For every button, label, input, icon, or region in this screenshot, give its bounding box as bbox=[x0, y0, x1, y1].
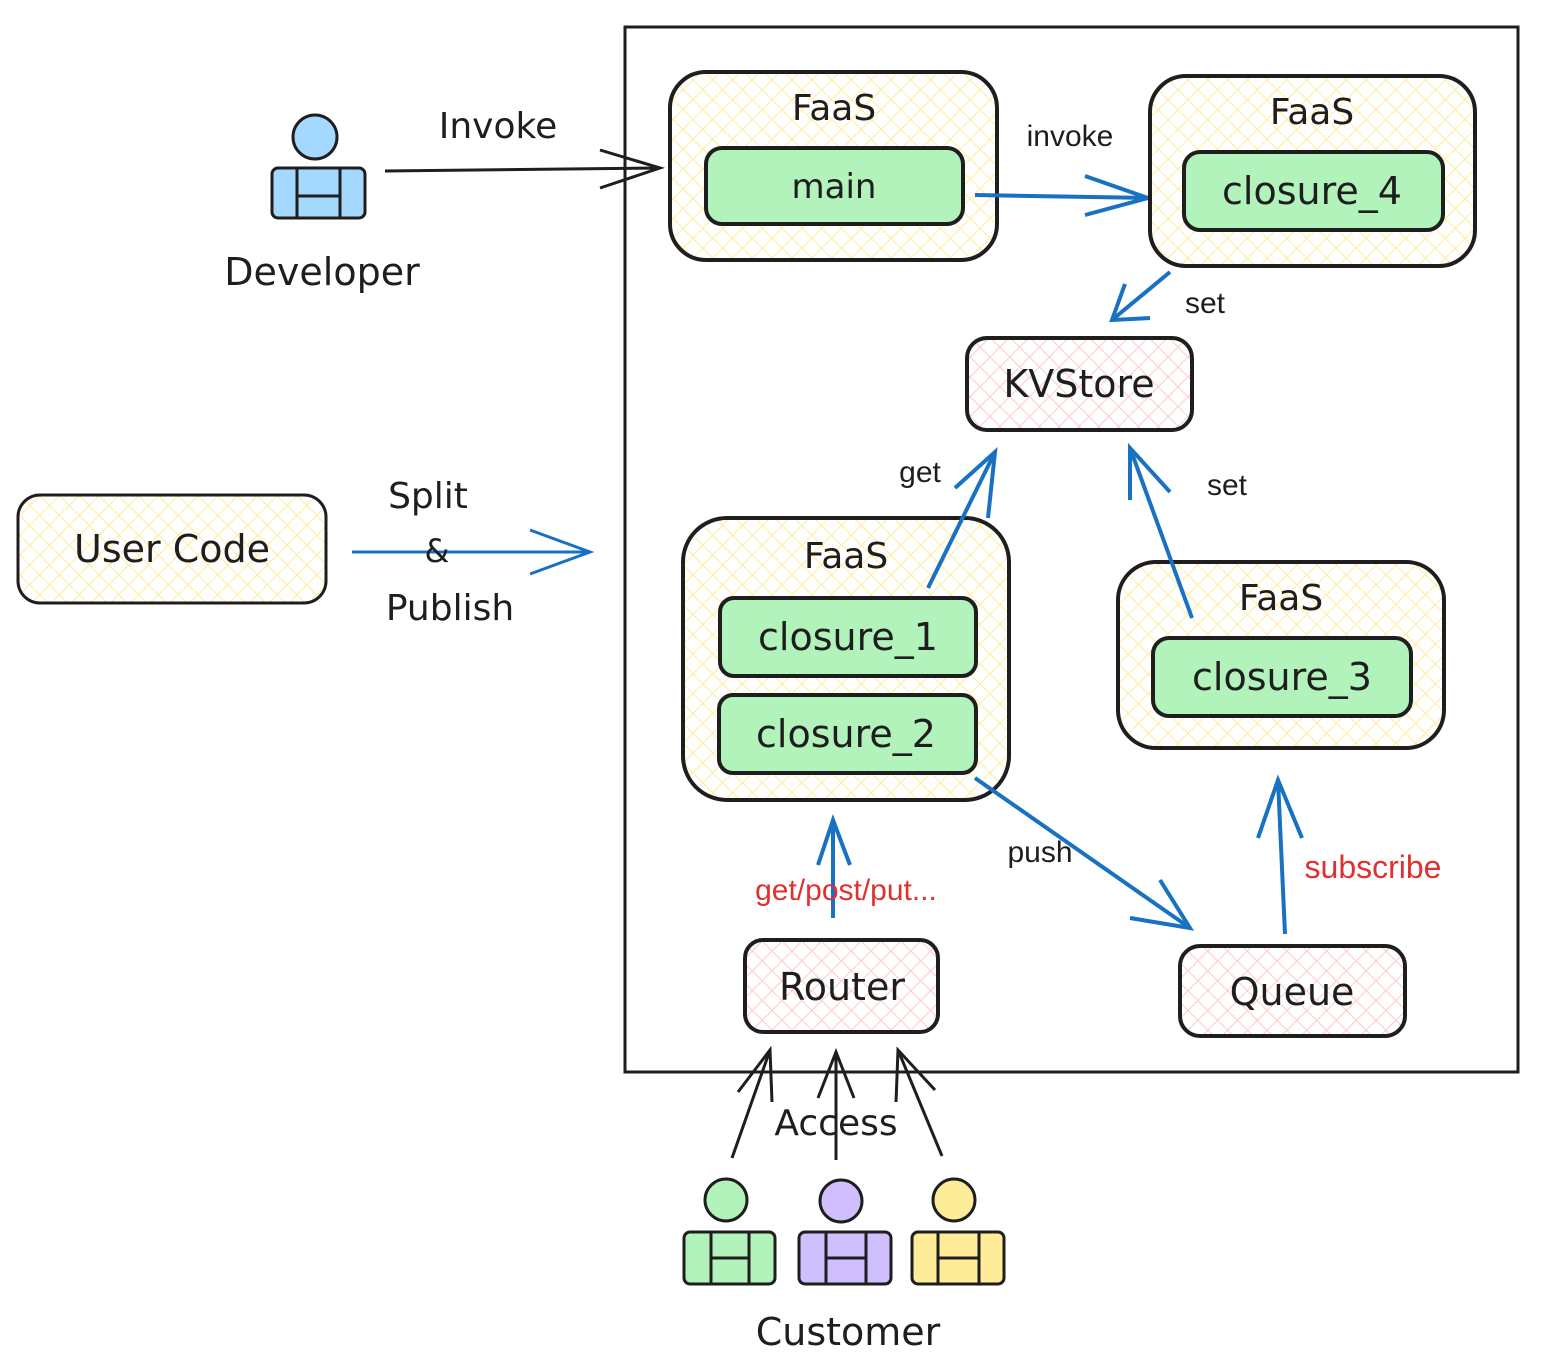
invoke-label: Invoke bbox=[439, 106, 557, 147]
faas-title: FaaS bbox=[1270, 92, 1354, 133]
customer-head-icon bbox=[703, 1177, 749, 1223]
subscribe-arrow bbox=[1256, 774, 1304, 935]
customer-label: Customer bbox=[756, 1310, 941, 1354]
user-code-box[interactable] bbox=[16, 493, 328, 605]
c1-get-arrow bbox=[926, 447, 998, 589]
closure-4-box[interactable] bbox=[1182, 150, 1445, 232]
closure-4-label: closure_4 bbox=[1222, 169, 1402, 213]
customer-green bbox=[682, 1177, 777, 1286]
queue-box[interactable] bbox=[1178, 944, 1407, 1038]
router-arrow bbox=[816, 814, 852, 918]
closure-3-box[interactable] bbox=[1151, 636, 1413, 718]
faas-title: FaaS bbox=[1239, 578, 1323, 619]
customer-purple bbox=[797, 1178, 893, 1286]
user-code-label: User Code bbox=[74, 527, 270, 571]
amp-label: & bbox=[425, 532, 450, 570]
queue-label: Queue bbox=[1230, 970, 1355, 1014]
customer-yellow bbox=[910, 1177, 1006, 1286]
developer-actor bbox=[270, 113, 367, 220]
split-label: Split bbox=[388, 476, 468, 517]
closure-2-box[interactable] bbox=[717, 693, 978, 775]
split-publish-arrow bbox=[352, 528, 595, 576]
access-arrows bbox=[730, 1045, 944, 1160]
c1-get-label: get bbox=[899, 456, 941, 489]
developer-invoke-arrow bbox=[384, 148, 665, 190]
subscribe-label: subscribe bbox=[1305, 849, 1442, 885]
router-label: Router bbox=[779, 965, 905, 1009]
closure-2-label: closure_2 bbox=[756, 712, 936, 756]
closure-1-label: closure_1 bbox=[758, 615, 938, 659]
closure-1-box[interactable] bbox=[718, 596, 978, 678]
access-label: Access bbox=[774, 1103, 897, 1144]
closure-3-label: closure_3 bbox=[1192, 655, 1372, 699]
c4-set-arrow bbox=[1109, 270, 1172, 323]
faas-closure-1-2[interactable]: FaaS closure_1 closure_2 bbox=[681, 516, 1011, 802]
push-label: push bbox=[1007, 836, 1072, 869]
developer-label: Developer bbox=[224, 250, 420, 294]
c4-set-label: set bbox=[1185, 287, 1226, 320]
kvstore-box[interactable] bbox=[965, 336, 1194, 432]
faas-closure-4[interactable]: FaaS closure_4 bbox=[1148, 74, 1477, 268]
router-methods-label: get/post/put... bbox=[755, 874, 937, 907]
customer-head-icon bbox=[818, 1178, 864, 1224]
system-boundary bbox=[623, 25, 1520, 1074]
kvstore-label: KVStore bbox=[1003, 362, 1154, 406]
closure-main-box[interactable] bbox=[704, 146, 965, 226]
faas-title: FaaS bbox=[804, 536, 888, 577]
main-invoke-label: invoke bbox=[1027, 120, 1114, 153]
developer-body-icon bbox=[270, 166, 367, 220]
publish-label: Publish bbox=[386, 588, 514, 629]
closure-main-label: main bbox=[792, 167, 877, 207]
push-arrow bbox=[973, 776, 1195, 931]
router-box[interactable] bbox=[743, 938, 940, 1034]
c3-set-label: set bbox=[1207, 469, 1248, 502]
c3-set-arrow bbox=[1128, 442, 1194, 619]
main-invoke-arrow bbox=[974, 174, 1155, 217]
faas-main[interactable]: FaaS main bbox=[668, 70, 999, 262]
developer-head-icon bbox=[291, 113, 339, 161]
faas-title: FaaS bbox=[792, 88, 876, 129]
faas-closure-3[interactable]: FaaS closure_3 bbox=[1116, 560, 1446, 750]
customer-head-icon bbox=[931, 1177, 977, 1223]
